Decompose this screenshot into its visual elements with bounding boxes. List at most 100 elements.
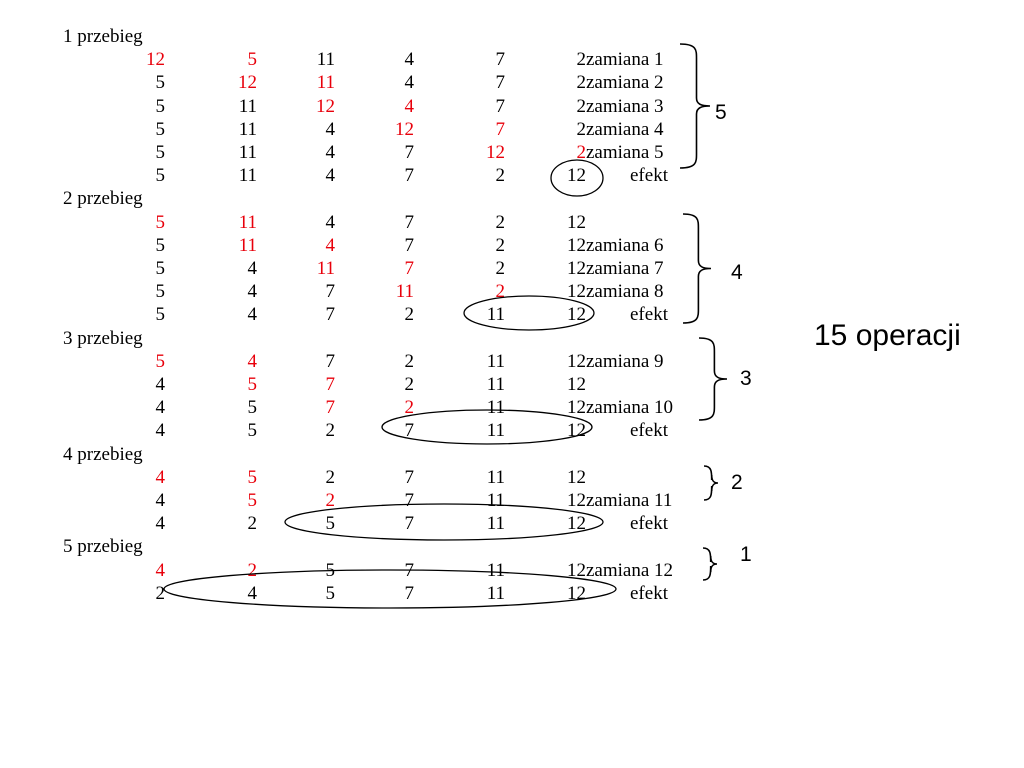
array-value: 7 xyxy=(404,513,415,535)
array-value: 2 xyxy=(495,258,506,279)
array-value: 7 xyxy=(404,582,415,604)
array-value: 12 xyxy=(486,142,505,163)
brace-label-pass-2: 4 xyxy=(731,261,743,284)
array-value: 4 xyxy=(404,72,415,94)
array-value: 4 xyxy=(155,490,166,511)
array-value: 7 xyxy=(404,490,415,511)
array-value: 11 xyxy=(238,211,257,233)
array-value: 5 xyxy=(247,397,258,419)
array-value: 4 xyxy=(247,582,258,604)
array-value: 11 xyxy=(486,420,505,442)
pass-label: 5 przebieg xyxy=(63,536,143,558)
array-value: 2 xyxy=(325,466,336,488)
array-value: 2 xyxy=(404,397,415,419)
array-value: 7 xyxy=(325,281,336,303)
array-value: 12 xyxy=(567,258,586,279)
pass-label: 1 przebieg xyxy=(63,26,143,47)
array-value: 4 xyxy=(155,374,166,395)
array-value: 11 xyxy=(395,281,414,303)
swap-label: zamiana 12 xyxy=(586,559,674,581)
array-value: 7 xyxy=(495,118,506,140)
array-value: 2 xyxy=(404,304,415,326)
array-value: 4 xyxy=(325,211,336,233)
array-value: 5 xyxy=(247,466,258,488)
array-value: 5 xyxy=(155,350,166,372)
array-value: 4 xyxy=(155,397,166,419)
array-value: 5 xyxy=(325,582,336,604)
array-value: 12 xyxy=(567,211,586,233)
array-value: 5 xyxy=(247,49,258,71)
array-value: 2 xyxy=(495,281,506,303)
array-value: 5 xyxy=(325,559,336,581)
array-value: 11 xyxy=(316,258,335,279)
array-value: 11 xyxy=(238,142,257,163)
array-value: 11 xyxy=(238,234,257,256)
result-label: efekt xyxy=(630,582,668,604)
array-value: 12 xyxy=(567,304,586,326)
array-value: 4 xyxy=(155,513,166,535)
array-value: 4 xyxy=(404,95,415,117)
pass-label: 3 przebieg xyxy=(63,327,143,349)
brace-pass-3 xyxy=(698,337,728,421)
array-value: 4 xyxy=(325,234,336,256)
array-value: 5 xyxy=(155,142,166,163)
array-value: 5 xyxy=(155,281,166,303)
array-value: 7 xyxy=(404,165,415,187)
brace-pass-5 xyxy=(702,547,718,581)
array-value: 12 xyxy=(567,466,586,488)
array-value: 11 xyxy=(486,559,505,581)
brace-label-pass-1: 5 xyxy=(715,101,727,124)
array-value: 4 xyxy=(247,281,258,303)
array-value: 7 xyxy=(495,72,506,94)
brace-pass-2 xyxy=(682,213,712,324)
array-value: 5 xyxy=(247,490,258,511)
array-value: 12 xyxy=(567,420,586,442)
array-value: 12 xyxy=(146,49,165,71)
array-value: 4 xyxy=(155,559,166,581)
brace-label-pass-4: 2 xyxy=(731,471,743,494)
array-value: 11 xyxy=(238,118,257,140)
summary-text: 15 operacji xyxy=(814,319,961,352)
array-value: 2 xyxy=(247,559,258,581)
swap-label: zamiana 1 xyxy=(586,49,664,71)
array-value: 11 xyxy=(486,397,505,419)
array-value: 5 xyxy=(155,95,166,117)
array-value: 2 xyxy=(155,582,166,604)
array-value: 5 xyxy=(155,72,166,94)
array-value: 4 xyxy=(155,466,166,488)
array-value: 7 xyxy=(404,234,415,256)
array-value: 11 xyxy=(486,304,505,326)
array-value: 12 xyxy=(567,559,586,581)
array-value: 4 xyxy=(404,49,415,71)
array-value: 12 xyxy=(238,72,257,94)
array-value: 4 xyxy=(325,118,336,140)
result-label: efekt xyxy=(630,420,668,442)
array-value: 7 xyxy=(325,304,336,326)
array-value: 4 xyxy=(325,165,336,187)
swap-label: zamiana 3 xyxy=(586,95,664,117)
array-value: 5 xyxy=(155,304,166,326)
array-value: 11 xyxy=(486,374,505,395)
array-value: 11 xyxy=(486,513,505,535)
array-value: 2 xyxy=(576,49,587,71)
array-value: 2 xyxy=(576,95,587,117)
array-value: 7 xyxy=(495,95,506,117)
pass-label: 4 przebieg xyxy=(63,443,143,465)
array-value: 7 xyxy=(325,374,336,395)
array-value: 5 xyxy=(247,420,258,442)
array-value: 5 xyxy=(155,258,166,279)
swap-label: zamiana 2 xyxy=(586,72,664,94)
array-value: 12 xyxy=(567,350,586,372)
array-value: 11 xyxy=(238,165,257,187)
swap-label: zamiana 11 xyxy=(586,490,673,511)
array-value: 11 xyxy=(316,72,335,94)
array-value: 2 xyxy=(576,142,587,163)
array-value: 7 xyxy=(404,466,415,488)
swap-label: zamiana 6 xyxy=(586,234,664,256)
swap-label: zamiana 10 xyxy=(586,397,674,419)
array-value: 2 xyxy=(404,350,415,372)
result-label: efekt xyxy=(630,165,668,187)
array-value: 4 xyxy=(155,420,166,442)
array-value: 5 xyxy=(155,165,166,187)
